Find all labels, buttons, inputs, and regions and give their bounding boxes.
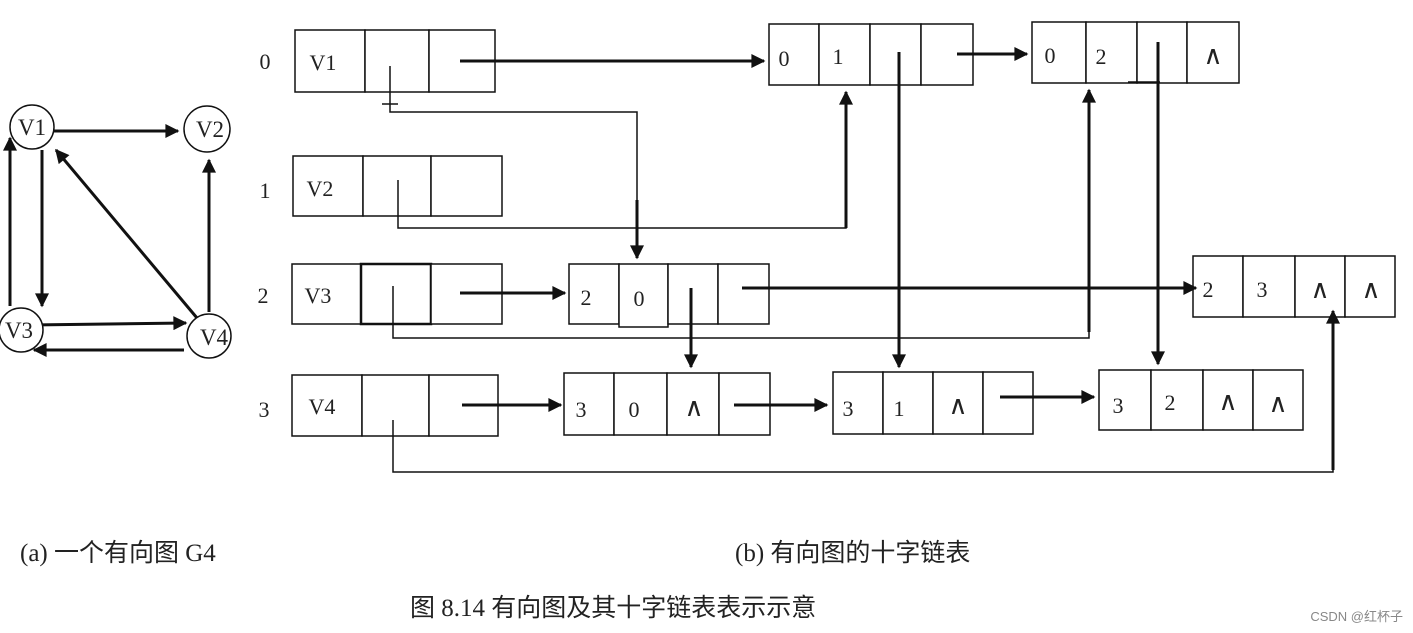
arc-node-2-0: 2 0 xyxy=(568,263,770,328)
arc-field: 2 xyxy=(1096,44,1107,69)
arc-field: 0 xyxy=(629,397,640,422)
null-mark: ∧ xyxy=(684,392,703,422)
node-label: V1 xyxy=(18,115,46,140)
node-label: V2 xyxy=(196,117,224,142)
caption-a: (a) 一个有向图 G4 xyxy=(20,540,216,567)
arc-field: 3 xyxy=(1257,277,1268,302)
arc-node-3-1: 3 1 ∧ xyxy=(832,371,1034,435)
vertex-node-v4: V4 xyxy=(291,374,499,437)
arc-field: 3 xyxy=(843,396,854,421)
watermark: CSDN @红杯子 xyxy=(1310,609,1403,624)
node-v2: V2 xyxy=(183,105,231,153)
arc-node-0-2: 0 2 ∧ xyxy=(1031,21,1240,84)
arc-field: 0 xyxy=(779,46,790,71)
vertex-node-v2: V2 xyxy=(292,155,503,217)
vertex-table: 0 1 2 3 V1 V2 V3 V4 xyxy=(258,29,503,437)
vertex-node-v1: V1 xyxy=(294,29,496,93)
node-label: V3 xyxy=(5,318,33,343)
figure-caption: 图 8.14 有向图及其十字链表表示示意 xyxy=(410,595,817,622)
arc-field: 3 xyxy=(1113,393,1124,418)
vertex-label: V4 xyxy=(309,394,336,419)
arc-field: 2 xyxy=(1165,390,1176,415)
null-mark: ∧ xyxy=(1361,274,1380,304)
node-label: V4 xyxy=(200,325,229,350)
graph-g4: V1 V2 V3 V4 xyxy=(0,104,232,359)
arc-field: 2 xyxy=(581,285,592,310)
node-v1: V1 xyxy=(9,104,55,150)
node-v4: V4 xyxy=(186,313,232,359)
vertex-label: V2 xyxy=(307,176,334,201)
arc-field: 0 xyxy=(1045,43,1056,68)
vertex-label: V1 xyxy=(310,50,337,75)
vertex-index: 2 xyxy=(258,283,269,308)
arc-field: 0 xyxy=(634,286,645,311)
null-mark: ∧ xyxy=(1218,386,1237,416)
arc-node-3-2: 3 2 ∧ ∧ xyxy=(1098,369,1304,431)
link-v1-firstin xyxy=(389,66,638,250)
arc-field: 2 xyxy=(1203,277,1214,302)
tail-links xyxy=(460,47,1198,412)
head-links xyxy=(382,42,1340,473)
vertex-index: 0 xyxy=(260,49,271,74)
null-mark: ∧ xyxy=(1268,388,1287,418)
vertex-index: 1 xyxy=(260,178,271,203)
vertex-index: 3 xyxy=(259,397,270,422)
node-v3: V3 xyxy=(0,307,44,353)
arc-node-0-1: 0 1 xyxy=(768,23,974,86)
edge-v3-v4 xyxy=(29,316,188,331)
arc-node-2-3: 2 3 ∧ ∧ xyxy=(1192,255,1396,318)
null-mark: ∧ xyxy=(1203,40,1222,70)
vertex-node-v3: V3 xyxy=(291,262,503,326)
arc-field: 1 xyxy=(894,396,905,421)
null-mark: ∧ xyxy=(1310,274,1329,304)
arc-nodes: 0 1 0 2 ∧ 2 0 2 3 xyxy=(563,21,1396,436)
caption-b: (b) 有向图的十字链表 xyxy=(735,540,971,567)
null-mark: ∧ xyxy=(948,390,967,420)
arc-field: 1 xyxy=(833,44,844,69)
vertex-label: V3 xyxy=(305,283,332,308)
edge-v4-v1 xyxy=(54,148,199,319)
arc-field: 3 xyxy=(576,397,587,422)
